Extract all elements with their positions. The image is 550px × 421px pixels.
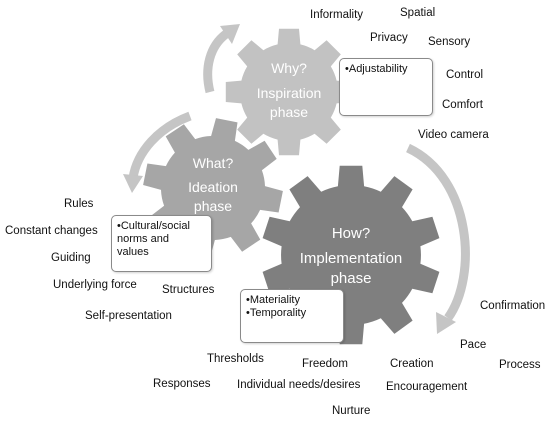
keyword-control: Control bbox=[446, 69, 484, 81]
arrow-why-to-what bbox=[128, 111, 192, 179]
keyword-individual-needs: Individual needs/desires bbox=[237, 379, 361, 391]
keyword-constant-changes: Constant changes bbox=[5, 225, 98, 237]
keyword-comfort: Comfort bbox=[442, 99, 483, 111]
keyword-thresholds: Thresholds bbox=[207, 353, 264, 365]
keyword-sensory: Sensory bbox=[428, 36, 471, 48]
box-what-line: •Cultural/social bbox=[117, 220, 190, 232]
gear-why-phase-line2: phase bbox=[270, 104, 308, 120]
box-how: •Materiality •Temporality bbox=[240, 289, 344, 343]
keyword-rules: Rules bbox=[64, 198, 94, 210]
keyword-confirmation: Confirmation bbox=[480, 300, 546, 312]
keyword-responses: Responses bbox=[153, 378, 211, 390]
arrowhead-how bbox=[436, 312, 456, 334]
keyword-creation: Creation bbox=[390, 358, 434, 370]
gear-how-phase-line2: phase bbox=[331, 270, 372, 287]
keyword-guiding: Guiding bbox=[51, 252, 91, 264]
box-what-line: values bbox=[117, 246, 149, 258]
arrow-what-to-how bbox=[405, 143, 470, 321]
gear-what-question: What? bbox=[193, 155, 234, 171]
box-what: •Cultural/social norms and values bbox=[111, 215, 212, 272]
keyword-informality: Informality bbox=[310, 9, 364, 21]
gear-how-question: How? bbox=[332, 225, 370, 242]
keyword-self-presentation: Self-presentation bbox=[85, 310, 172, 322]
keyword-encouragement: Encouragement bbox=[386, 381, 468, 393]
box-what-line: norms and bbox=[117, 233, 169, 245]
gear-why: Why? Inspiration phase bbox=[225, 28, 353, 156]
box-why: •Adjustability bbox=[339, 58, 433, 116]
gear-how-phase-line1: Implementation bbox=[300, 250, 403, 267]
keyword-structures: Structures bbox=[162, 284, 215, 296]
box-how-item: •Materiality bbox=[246, 294, 300, 306]
keyword-process: Process bbox=[499, 359, 541, 371]
box-why-item: •Adjustability bbox=[345, 63, 408, 75]
arrowhead-why bbox=[220, 24, 240, 44]
arrowhead-what bbox=[123, 174, 143, 193]
box-how-item: •Temporality bbox=[246, 307, 307, 319]
gear-why-phase-line1: Inspiration bbox=[257, 85, 322, 101]
gear-why-shape bbox=[225, 28, 353, 156]
keyword-underlying-force: Underlying force bbox=[53, 279, 137, 291]
gear-what-phase-line1: Ideation bbox=[188, 179, 238, 195]
gear-why-question: Why? bbox=[271, 60, 307, 76]
keyword-privacy: Privacy bbox=[370, 32, 408, 44]
gear-what-phase-line2: phase bbox=[194, 198, 232, 214]
keyword-video-camera: Video camera bbox=[418, 129, 489, 141]
arrow-how-to-why bbox=[203, 30, 229, 94]
keyword-freedom: Freedom bbox=[302, 358, 349, 370]
keyword-spatial: Spatial bbox=[400, 7, 436, 19]
keyword-nurture: Nurture bbox=[332, 405, 371, 417]
keyword-pace: Pace bbox=[460, 339, 487, 351]
